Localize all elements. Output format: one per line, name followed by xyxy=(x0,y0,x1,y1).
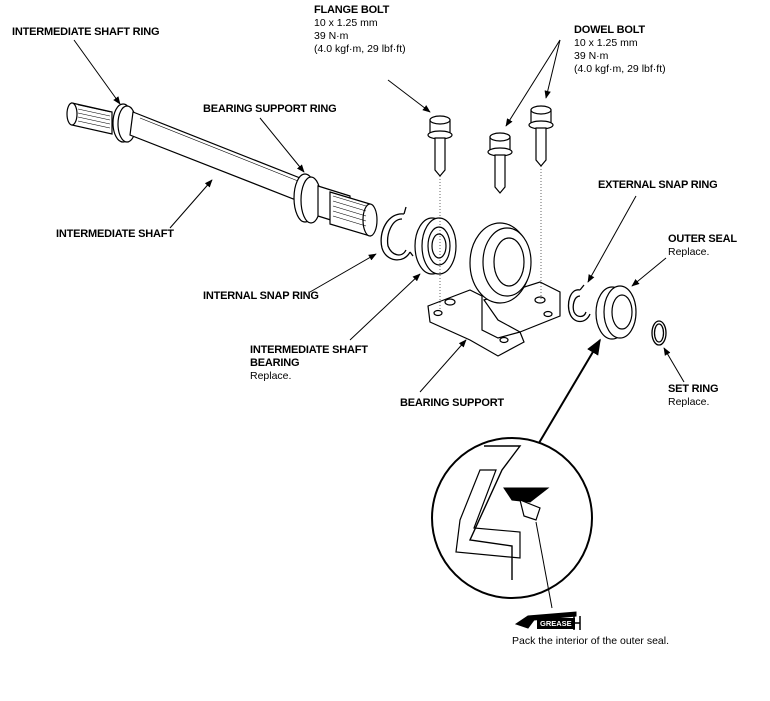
seal-detail-magnifier xyxy=(431,437,593,609)
label-intermediate-shaft-bearing: INTERMEDIATE SHAFT BEARING Replace. xyxy=(250,344,368,382)
grease-badge: GREASE xyxy=(515,616,585,632)
grease-label: GREASE xyxy=(537,618,575,629)
label-internal-snap-ring: INTERNAL SNAP RING xyxy=(203,290,319,302)
external-snap-ring xyxy=(567,284,591,323)
flange-bolt xyxy=(427,115,453,310)
label-intermediate-shaft: INTERMEDIATE SHAFT xyxy=(56,228,174,240)
outer-seal xyxy=(595,285,637,340)
intermediate-shaft-bearing xyxy=(414,217,457,275)
label-set-ring: SET RING Replace. xyxy=(668,383,719,408)
bearing-support xyxy=(427,222,561,357)
internal-snap-ring xyxy=(380,206,414,261)
dowel-bolt-right xyxy=(528,105,554,300)
dowel-bolt-left xyxy=(487,132,513,194)
label-intermediate-shaft-ring: INTERMEDIATE SHAFT RING xyxy=(12,26,160,38)
label-dowel-bolt: DOWEL BOLT 10 x 1.25 mm 39 N·m (4.0 kgf·… xyxy=(574,24,666,75)
grease-note: Pack the interior of the outer seal. xyxy=(512,635,670,647)
label-external-snap-ring: EXTERNAL SNAP RING xyxy=(598,179,718,191)
leader-lines xyxy=(73,39,685,449)
label-flange-bolt: FLANGE BOLT 10 x 1.25 mm 39 N·m (4.0 kgf… xyxy=(314,4,406,55)
set-ring xyxy=(651,320,667,346)
intermediate-shaft xyxy=(66,102,378,237)
label-outer-seal: OUTER SEAL Replace. xyxy=(668,233,737,258)
label-bearing-support: BEARING SUPPORT xyxy=(400,397,504,409)
label-bearing-support-ring: BEARING SUPPORT RING xyxy=(203,103,337,115)
